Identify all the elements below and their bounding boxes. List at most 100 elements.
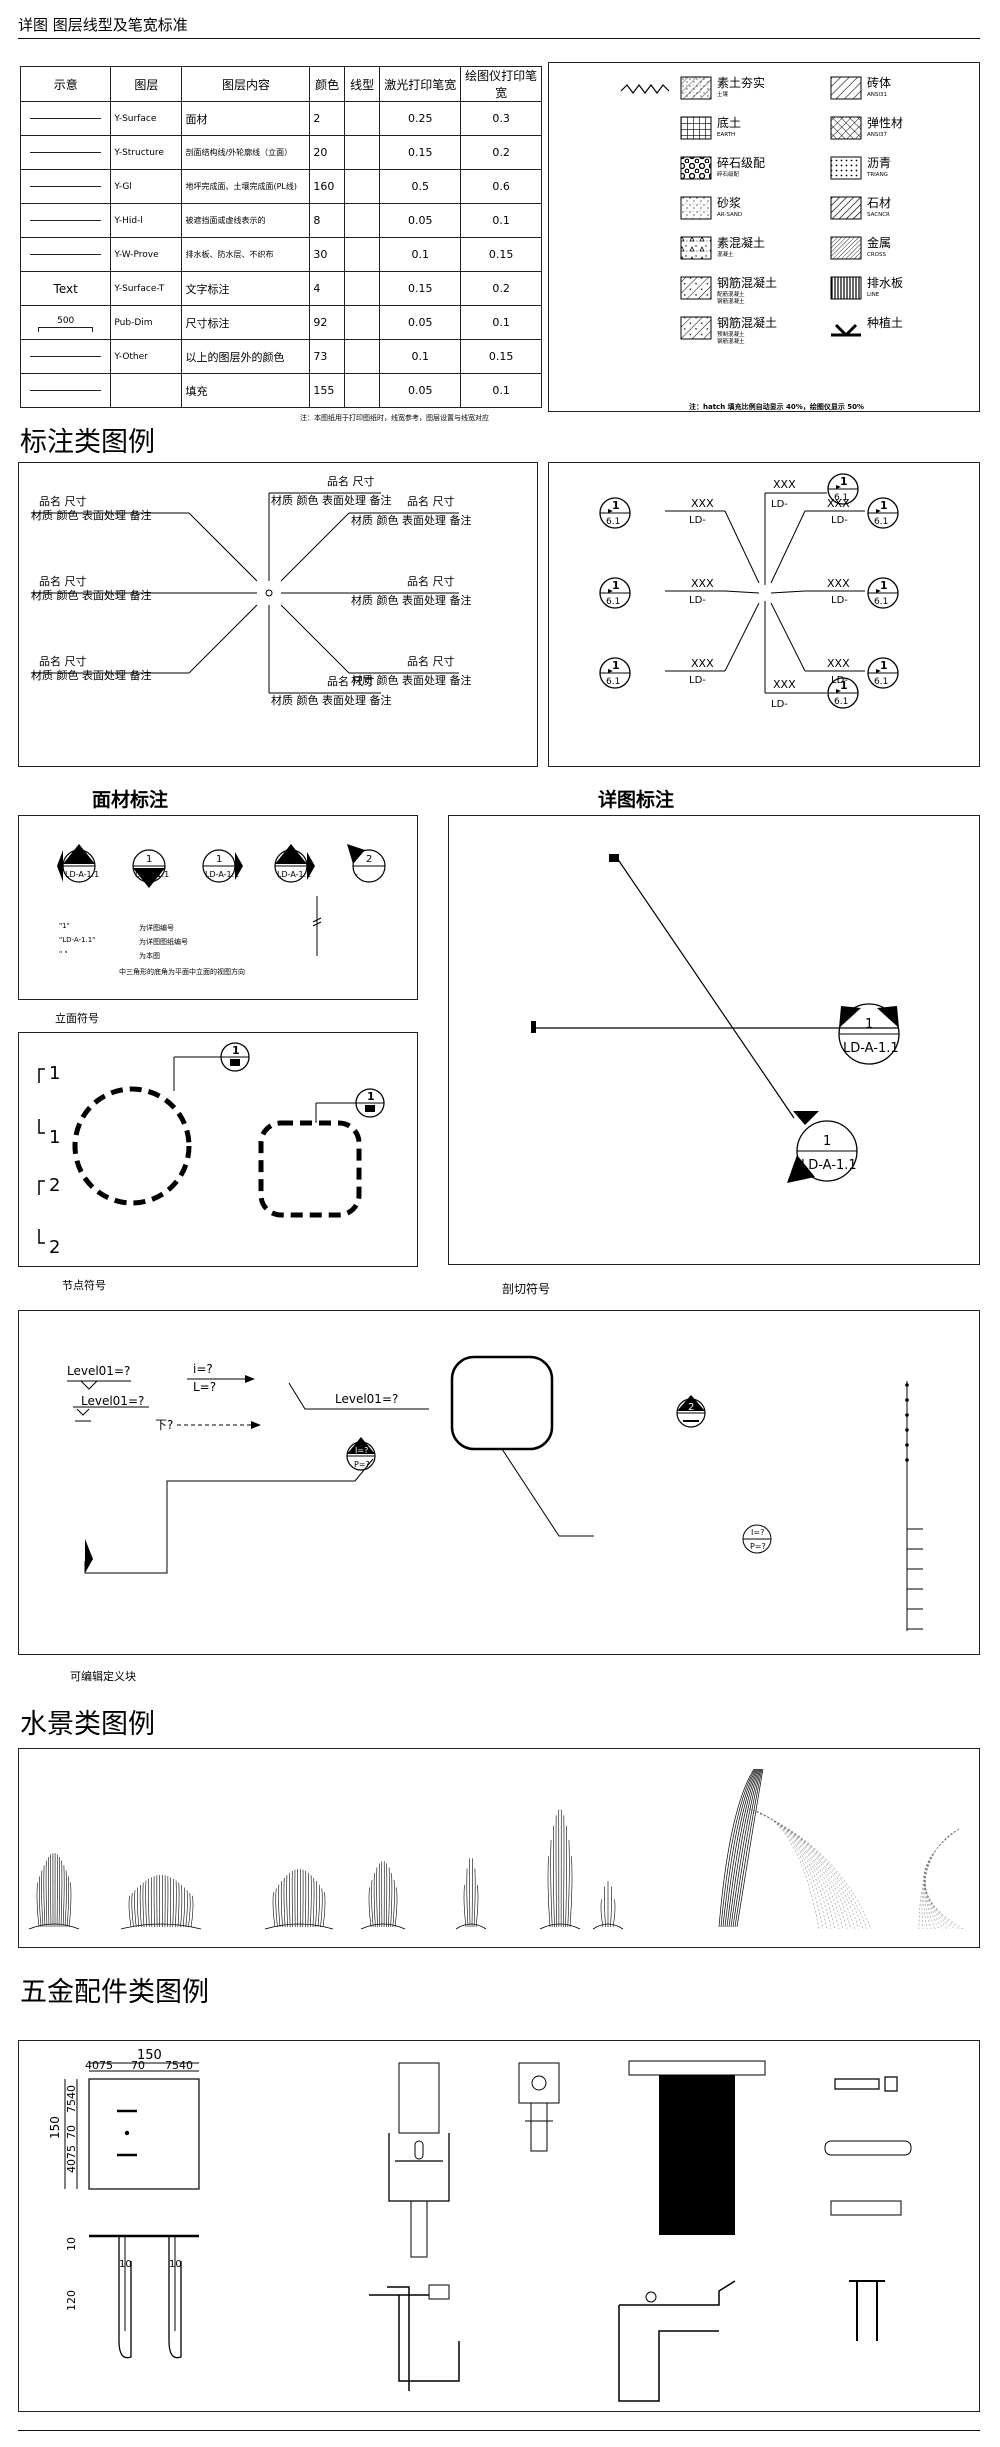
hatch-swatch-overlay [681, 77, 711, 99]
hatch-code: ANSI31 [867, 92, 887, 98]
detail-number: 1 [840, 475, 848, 488]
hatch-name: 碎石级配 [717, 155, 765, 170]
detail-ref: LD- [831, 675, 848, 686]
table-cell-layer: Y-Other [110, 339, 183, 374]
detail-ref: LD- [831, 515, 848, 526]
detail-code: XXX [773, 678, 796, 691]
note-text: 为详图图纸编号 [139, 937, 188, 946]
fountain-1 [28, 1853, 80, 1930]
hatch-name: 砂浆 [717, 195, 741, 210]
symbol-number: 2 [366, 854, 372, 865]
dim-height: 150 [48, 2116, 62, 2139]
dim-inner-1: 10 [169, 2259, 182, 2270]
dim-left-0: 7540 [65, 2085, 78, 2113]
symbol-number: 1 [216, 854, 222, 865]
hatch-name: 排水板 [867, 276, 903, 290]
ip-i: I=? [355, 1446, 368, 1455]
detail-code: XXX [773, 478, 796, 491]
sample-text: Text [53, 281, 78, 296]
leader-label-name: 品名 尺寸 [407, 574, 455, 588]
dim-inner-0: 10 [119, 2259, 132, 2270]
node-label: 2 [49, 1175, 60, 1196]
hatch-code: ANSI37 [867, 132, 887, 138]
spray-fan [748, 1808, 872, 1930]
bolt-connector [369, 2284, 460, 2391]
table-cell-content: 文字标注 [181, 271, 311, 306]
hatch-code: TRIANG [866, 172, 888, 178]
spray-fan-2 [918, 1828, 964, 1930]
hatch-code: 预制混凝土 [717, 330, 745, 338]
leader-label-name: 品名 尺寸 [39, 654, 87, 668]
leader-label-desc: 材质 颜色 表面处理 备注 [271, 693, 392, 707]
node-bracket: 1 [38, 1063, 60, 1084]
hatch-code: 配筋混凝土 [717, 290, 745, 298]
dim-top-2: 7540 [165, 2059, 193, 2072]
table-cell-content: 面材 [181, 101, 311, 136]
elevation-symbol: 1LD-A-1.1 [202, 849, 243, 883]
detail-code: XXX [827, 657, 850, 670]
down-label: 下? [155, 1418, 173, 1432]
ip-p: P=? [354, 1460, 370, 1469]
custom-ip-mark-2: I=?P=? [742, 1524, 772, 1554]
hatch-swatch [830, 276, 862, 300]
note-key: "1" [59, 922, 70, 930]
detail-number: 1 [612, 659, 620, 672]
table-cell-color: 160 [309, 169, 345, 204]
leader-origin [265, 589, 273, 597]
detail-sheet: 6.1 [874, 677, 888, 687]
detail-index-circle: 16.1 [827, 473, 859, 505]
detail-symbol-sheet: LD-A-1.1 [801, 1158, 857, 1173]
symbol-sheet: LD-A-1.1 [135, 870, 169, 879]
line-sample [30, 220, 102, 221]
table-cell-plotter: 0.1 [460, 373, 542, 408]
cut-end [609, 854, 619, 862]
detail-code: XXX [827, 577, 850, 590]
symbol-number: 1 [146, 854, 152, 865]
footer-rule [18, 2430, 980, 2431]
hatch-code: EARTH [717, 132, 735, 138]
detail-number: 1 [612, 579, 620, 592]
hatch-swatch [830, 76, 862, 100]
detail-ref: LD- [831, 595, 848, 606]
detail-ref: LD- [771, 699, 788, 710]
hatch-name: 钢筋混凝土 [717, 275, 777, 290]
screw-parts [824, 2076, 912, 2341]
section-title-detail: 详图标注 [598, 789, 675, 811]
custom-block-caption: 可编辑定义块 [70, 1670, 136, 1683]
clamp-plate [628, 2060, 766, 2235]
table-cell-sample [19, 339, 112, 374]
section-title-waterscape: 水景类图例 [20, 1709, 155, 1740]
leader-label-desc: 材质 颜色 表面处理 备注 [31, 588, 152, 602]
slope-i: i=? [193, 1362, 213, 1376]
node-symbol-caption: 节点符号 [62, 1279, 106, 1292]
table-cell-sample: 500 [19, 305, 112, 340]
elevation-symbol: 1LD-A-1.1 [57, 844, 99, 883]
table-cell-linetype [343, 373, 381, 408]
node-index-circle: 1 [220, 1042, 250, 1072]
elevation-symbol-caption: 立面符号 [55, 1012, 99, 1025]
leader-label-name: 品名 尺寸 [407, 654, 455, 668]
slope-l: L=? [193, 1380, 216, 1394]
hatch-code: LINE [867, 292, 880, 298]
symbol-number: 1 [76, 854, 82, 865]
detail-symbol-sheet: LD-A-1.1 [843, 1041, 899, 1056]
col-header: 示意 [19, 66, 112, 102]
fountain-2 [120, 1875, 202, 1930]
table-cell-layer: Y-Surface-T [110, 271, 183, 306]
table-cell-linetype [343, 339, 381, 374]
table-cell-color: 92 [309, 305, 345, 340]
hatch-swatch [830, 236, 862, 260]
hatch-legend-svg: 素土夯实土壤砖体ANSI31底土EARTH弹性材ANSI37碎石级配碎石级配沥青… [620, 75, 903, 411]
earth-squiggle [620, 84, 670, 94]
leader-line [188, 512, 258, 582]
detail-symbol-number: 1 [865, 1017, 873, 1032]
table-cell-layer: Pub-Dim [110, 305, 183, 340]
dimension-line [38, 327, 94, 332]
